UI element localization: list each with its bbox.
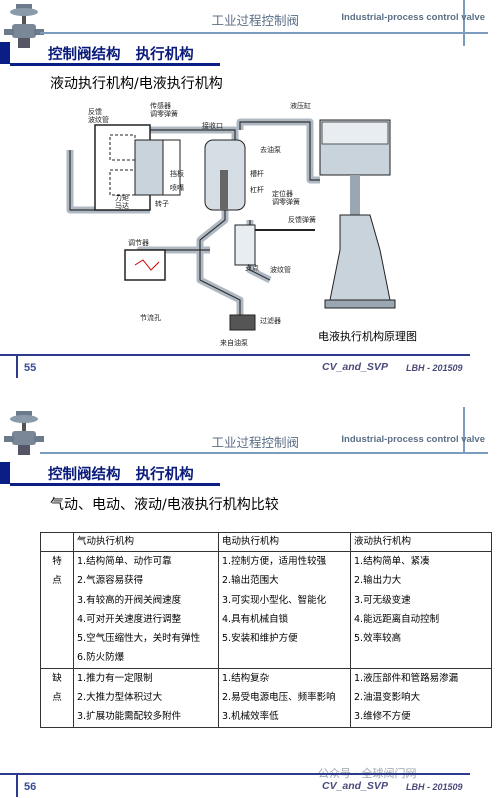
title-marker [0,42,10,64]
label-feedback-spring: 反馈弹簧 [288,215,316,224]
table-cell: 1.推力有一定限制 2.大推力型体积过大 3.扩展功能需配较多附件 [73,667,219,728]
header-rule [40,32,488,34]
label-to-pump: 去油泵 [260,145,281,154]
title-underline [10,63,220,66]
header-title-cn: 工业过程控制阀 [211,13,299,28]
slide-title: 控制阀结构 执行机构 [48,47,194,63]
label-bellows: 波纹管 [270,265,291,274]
comparison-table: 气动执行机构 电动执行机构 液动执行机构 特 点 1.结构简单、动作可靠 2.气… [40,532,492,728]
electro-hydraulic-actuator-diagram: 反馈 波纹管 传感器 调零弹簧 接收口 液压缸 去油泵 挡板 喷嘴 槽杆 杠杆 … [66,101,396,347]
footer-author: LBH - 201509 [406,782,463,792]
table-cell: 1.结构复杂 2.易受电源电压、频率影响 3.机械效率低 [218,667,351,728]
page-number: 55 [24,362,37,374]
label-nozzle: 喷嘴 [170,183,184,192]
title-underline [10,483,220,486]
valve-logo-icon [4,4,44,48]
header-divider [463,407,465,453]
row-label-drawbacks: 缺 点 [40,667,74,728]
svg-text:调零弹簧: 调零弹簧 [150,109,178,118]
table-row: 特 点 1.结构简单、动作可靠 2.气源容易获得 3.有较高的开阀关阀速度 4.… [40,551,492,669]
label-receiver: 接收口 [202,121,223,130]
label-torque-motor: 力矩 [115,193,129,202]
table-header-cell: 液动执行机构 [350,532,492,552]
label-sensor-spring: 传感器 [150,101,171,110]
label-fulcrum: 支点 [245,263,259,272]
label-baffle: 挡板 [170,169,184,178]
diagram-caption: 电液执行机构原理图 [318,330,417,343]
svg-text:波纹管: 波纹管 [88,115,109,124]
label-lever-pivot: 槽杆 [250,169,264,178]
header-title-en: Industrial-process control valve [341,434,485,445]
row-label-features: 特 点 [40,551,74,669]
slide-55: 工业过程控制阀 Industrial-process control valve… [0,0,497,384]
label-rotor: 转子 [155,199,169,208]
table-header-cell: 气动执行机构 [73,532,219,552]
label-filter: 过滤器 [260,316,281,325]
footer-rule [0,354,470,356]
table-cell: 1.液压部件和管路易渗漏 2.油温变影响大 3.维修不方便 [350,667,492,728]
svg-text:调零弹簧: 调零弹簧 [272,197,300,206]
valve-logo-icon [4,411,44,455]
label-from-pump: 来自油泵 [220,338,248,347]
label-feedback-bellows: 反馈 [88,107,102,116]
table-header-cell: 电动执行机构 [218,532,351,552]
table-row: 缺 点 1.推力有一定限制 2.大推力型体积过大 3.扩展功能需配较多附件 1.… [40,667,492,728]
footer-rule [0,773,470,775]
slide-56: 工业过程控制阀 Industrial-process control valve… [0,407,497,798]
label-throttle: 节流孔 [140,313,161,322]
footer-course: CV_and_SVP [322,780,388,792]
header-title-cn: 工业过程控制阀 [211,435,299,450]
label-lever: 杠杆 [250,185,264,194]
table-header-row: 气动执行机构 电动执行机构 液动执行机构 [40,532,492,552]
slide-gap [0,384,497,407]
slide-title: 控制阀结构 执行机构 [48,467,194,483]
slide-subtitle: 气动、电动、液动/电液执行机构比较 [50,497,279,513]
header-title-en: Industrial-process control valve [341,12,485,23]
label-positioner-spring: 定位器 [272,189,293,198]
footer-course: CV_and_SVP [322,361,388,373]
header-rule [40,452,488,454]
table-cell: 1.结构简单、动作可靠 2.气源容易获得 3.有较高的开阀关阀速度 4.可对开关… [73,551,219,669]
table-cell: 1.控制方便，适用性较强 2.输出范围大 3.可实现小型化、智能化 4.具有机械… [218,551,351,669]
footer-author: LBH - 201509 [406,363,463,373]
slide-subtitle: 液动执行机构/电液执行机构 [50,76,223,92]
label-regulator: 调节器 [128,238,149,247]
header-divider [463,0,465,46]
svg-text:马达: 马达 [115,201,129,210]
table-header-cell [40,532,74,552]
title-marker [0,462,10,484]
label-hydraulic-cylinder: 液压缸 [290,101,311,110]
table-cell: 1.结构简单、紧凑 2.输出力大 3.可无级变速 4.能远距离自动控制 5.效率… [350,551,492,669]
page-number: 56 [24,781,37,793]
